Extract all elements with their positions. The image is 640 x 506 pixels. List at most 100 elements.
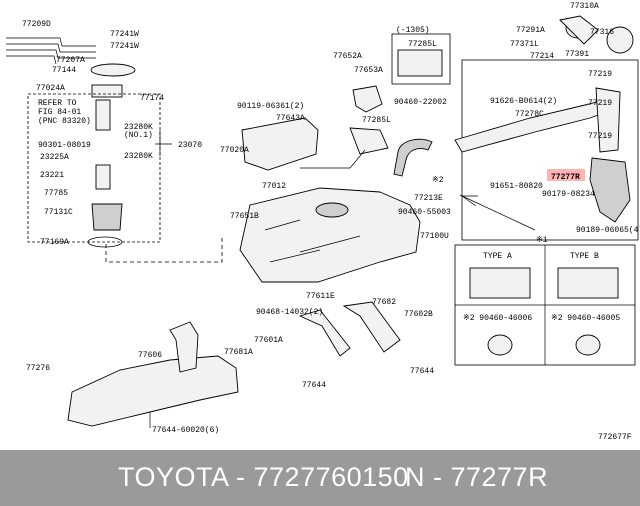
label-9: FIG 84-01: [38, 108, 81, 117]
lock-ring-part: [90, 63, 136, 77]
label-13: 90301-08019: [38, 141, 91, 150]
fuel-tank-exploded-diagram: 77209D 77241W 77241W 77207A 77144 77024A…: [6, 2, 640, 442]
brand-part-number: TOYOTA - 7727760150: [118, 462, 409, 492]
filler-hose-part: [393, 138, 433, 177]
label-12: (NO.1): [124, 131, 153, 140]
part-77285l-inset: [397, 49, 443, 77]
diagram-reference-number: N - 77277R: [405, 462, 549, 492]
band-77602b: [342, 301, 401, 353]
pump-body-part: [95, 99, 111, 131]
label-60: 77601A: [254, 336, 283, 345]
tank-band-group: [298, 301, 401, 357]
label-59: 77602B: [404, 310, 433, 319]
label-6: 77024A: [36, 84, 65, 93]
label-29: 77285L: [362, 116, 391, 125]
filler-neck-part: [595, 87, 621, 153]
label-30: 77012: [262, 182, 286, 191]
bracket-group: [241, 33, 451, 177]
part-number-footer: TOYOTA - 7727760150 N - 77277R: [0, 450, 640, 506]
label-7: 77174: [140, 94, 164, 103]
clamp-type-box: [454, 244, 636, 366]
label-49: 90179-08234: [542, 190, 595, 199]
label-31: 77651B: [230, 212, 259, 221]
label-48: 91651-80820: [490, 182, 543, 191]
label-35: 77100U: [420, 232, 449, 241]
label-17: 23221: [40, 171, 64, 180]
fuel-tank-77100u: [239, 187, 421, 283]
label-28: 90460-22002: [394, 98, 447, 107]
label-46: 77219: [588, 132, 612, 141]
label-67: 772677F: [598, 433, 632, 442]
highlight-77277r: [547, 169, 585, 181]
type-b-clamp-drawing: [557, 267, 619, 299]
cap-77310a: [606, 26, 634, 54]
protector-arm-part: [169, 321, 199, 373]
label-58: 90468-14032(2): [256, 308, 323, 317]
label-18: 77785: [44, 189, 68, 198]
label-8: REFER TO: [38, 99, 77, 108]
label-5: 77144: [52, 66, 76, 75]
label-45: 77278C: [515, 110, 544, 119]
label-64: 77644: [302, 381, 326, 390]
label-40: 77391: [565, 50, 589, 59]
label-14: 23070: [178, 141, 202, 150]
clamp-77285l: [349, 127, 389, 155]
band-77601a: [298, 309, 351, 357]
label-37: 77291A: [516, 26, 545, 35]
label-63: 77276: [26, 364, 50, 373]
label-65: 77644: [410, 367, 434, 376]
inset-frame-1305: [391, 33, 451, 85]
label-66: 77644-60020(6): [152, 426, 219, 435]
fuel-tank-group: [239, 149, 421, 283]
label-19: 77131C: [44, 208, 73, 217]
label-27: 77285L: [408, 40, 437, 49]
label-54: ※2 90460-46006: [463, 314, 532, 323]
pump-subassembly-frame: [27, 93, 161, 243]
label-21: 77020A: [220, 146, 249, 155]
label-22: 90119-06361(2): [237, 102, 304, 111]
label-50: 90189-06065(4): [576, 226, 640, 235]
label-42: 77219: [588, 70, 612, 79]
label-3: 77241W: [110, 42, 139, 51]
label-39: 77371L: [510, 40, 539, 49]
label-47: 77277R: [551, 173, 580, 182]
label-41: 77214: [530, 52, 554, 61]
label-57: 77682: [372, 298, 396, 307]
protector-77653a: [352, 85, 383, 113]
label-56: 77611E: [306, 292, 335, 301]
label-20: 77169A: [40, 238, 69, 247]
label-53: TYPE B: [570, 252, 599, 261]
label-34: 90460-55003: [398, 208, 451, 217]
label-16: 23225A: [40, 153, 69, 162]
label-38: 77316: [590, 28, 614, 37]
label-62: 77606: [138, 351, 162, 360]
filler-protector-77277r: [589, 157, 631, 223]
label-25: 77653A: [354, 66, 383, 75]
protector-77606: [67, 355, 239, 427]
fuel-pump-part: [95, 164, 111, 190]
filler-pipe-group: [454, 15, 639, 241]
label-1: 77209D: [22, 20, 51, 29]
pump-bracket-part: [91, 84, 123, 98]
type-a-clamp-drawing: [469, 267, 531, 299]
clamp-90460-46006-drawing: [487, 334, 513, 356]
bracket-77643a: [241, 117, 319, 171]
label-10: (PNC 83320): [38, 117, 91, 126]
fuel-pump-group: [6, 37, 223, 263]
label-15: 23280K: [124, 152, 153, 161]
label-36: 77310A: [570, 2, 599, 11]
label-32: 77213E: [414, 194, 443, 203]
clamp-90460-46005-drawing: [575, 334, 601, 356]
skid-plate-group: [67, 321, 239, 428]
tank-pump-port: [315, 202, 349, 218]
label-2: 77241W: [110, 30, 139, 39]
label-51: ※1: [536, 236, 548, 245]
label-43: 91626-B0614(2): [490, 97, 557, 106]
label-61: 77681A: [224, 348, 253, 357]
label-26: (-1305): [396, 26, 430, 35]
label-44: 77219: [588, 99, 612, 108]
label-33: ※2: [432, 176, 444, 185]
label-23: 77643A: [276, 114, 305, 123]
label-11: 23280K: [124, 123, 153, 132]
